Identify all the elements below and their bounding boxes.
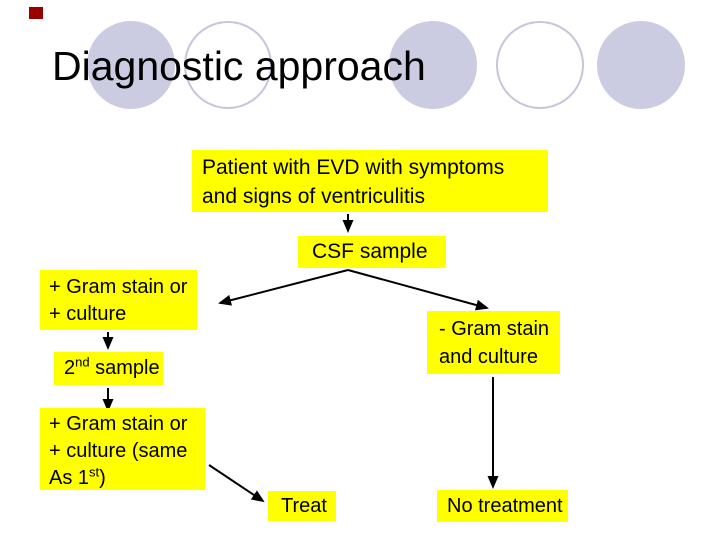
second-sample-prefix: 2 [64,357,76,379]
decorative-circle-outlined-2 [496,21,584,109]
gram-positive2-line3-superscript: st [89,464,100,480]
treat-box: Treat [268,491,336,521]
gram-positive2-line3-suffix: ) [99,467,106,489]
no-treatment-box: No treatment [437,490,568,522]
accent-rectangle [29,7,43,19]
patient-evd-box: Patient with EVD with symptoms and signs… [192,150,548,212]
csf-sample-box: CSF sample [298,236,446,268]
second-sample-superscript: nd [75,354,90,370]
gram-positive-box: + Gram stain or + culture [40,270,197,330]
decorative-circle-filled-3 [597,21,685,109]
decorative-circle-filled-2 [389,21,477,109]
gram-positive-second-box: + Gram stain or + culture (same As 1st) [40,408,205,490]
arrow-csf-to-gram-pos [218,269,349,306]
decorative-circle-filled-1 [87,21,175,109]
gram-negative-line2: and culture [439,346,538,368]
no-treatment-label: No treatment [447,495,563,517]
gram-positive2-line1: + Gram stain or [49,413,188,435]
second-sample-box: 2nd sample [54,352,163,385]
gram-negative-line1: - Gram stain [439,318,550,340]
csf-sample-label: CSF sample [312,240,428,263]
arrow-gram-pos2-to-treat [208,464,265,503]
gram-positive2-line3: As 1st) [49,465,205,492]
arrow-csf-to-gram-neg [347,269,489,311]
decorative-circle-outlined-1 [184,21,272,109]
treat-label: Treat [281,495,327,517]
second-sample-suffix: sample [89,357,160,379]
slide-title: Diagnostic approach [52,43,426,89]
gram-positive-line2: + culture [49,303,127,325]
gram-negative-box: - Gram stain and culture [427,311,560,374]
gram-positive2-line3-prefix: As 1 [49,467,90,489]
patient-evd-line1: Patient with EVD with symptoms [202,156,505,179]
patient-evd-line2: and signs of ventriculitis [202,185,425,208]
gram-positive2-line2: + culture (same [49,440,188,462]
gram-positive-line1: + Gram stain or [49,276,188,298]
